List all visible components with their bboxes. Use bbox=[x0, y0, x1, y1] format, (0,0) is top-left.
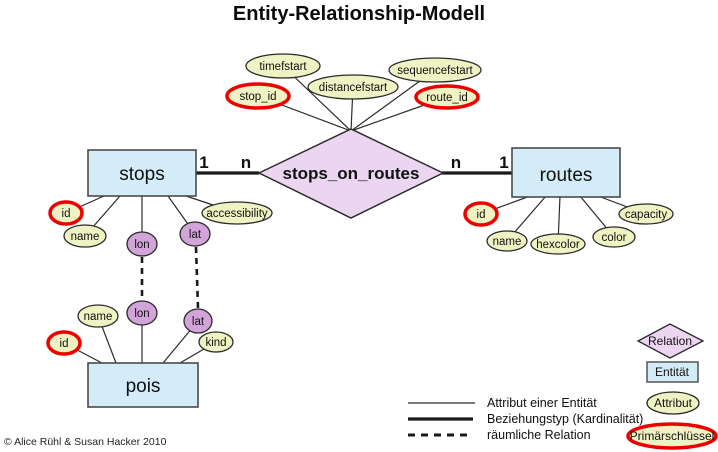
attribute-label: lat bbox=[192, 316, 205, 328]
relation-stops_on_routes: stops_on_routes bbox=[257, 128, 445, 219]
legend-label-thick: Beziehungstyp (Kardinalität) bbox=[487, 412, 643, 426]
attribute-label: id bbox=[60, 338, 69, 350]
entity-stops: stops id name lon lat accessibility bbox=[48, 149, 273, 257]
attribute-label: name bbox=[71, 231, 100, 243]
attribute-stops-name bbox=[63, 224, 107, 248]
attribute-label: distancefstart bbox=[319, 82, 388, 94]
attribute-stops-accessibility bbox=[201, 201, 273, 225]
cardinality-labels: 1 n n 1 bbox=[199, 153, 508, 172]
cardinality-stops-relation: n bbox=[241, 153, 251, 172]
spatial-relation-lines bbox=[140, 246, 200, 309]
relation-attributes: timefstart distancefstart sequencefstart… bbox=[225, 53, 482, 110]
legend-attribute-ellipse bbox=[646, 391, 700, 415]
legend-label-attribute: Attribut bbox=[654, 396, 693, 410]
attribute-label: lon bbox=[134, 239, 149, 251]
entity-name: routes bbox=[540, 165, 593, 186]
relation-diamond bbox=[257, 128, 445, 219]
attribute-routes-hexcolor bbox=[530, 233, 586, 255]
attribute-stops-lon-spatial bbox=[126, 231, 158, 257]
attribute-label: name bbox=[84, 311, 113, 323]
attribute-timefstart bbox=[245, 53, 321, 79]
attribute-label: kind bbox=[205, 337, 226, 349]
attribute-label: lat bbox=[189, 229, 202, 241]
attribute-label: stop_id bbox=[239, 91, 276, 103]
legend-label-entity: Entität bbox=[655, 365, 690, 379]
spatial-line-lat bbox=[194, 246, 200, 309]
attribute-routes-capacity bbox=[618, 203, 674, 225]
attribute-label: color bbox=[602, 232, 627, 244]
attribute-stops-id-primary-key bbox=[48, 200, 84, 226]
legend-label-thin: Attribut einer Entität bbox=[487, 396, 597, 410]
page-title: Entity-Relationship-Modell bbox=[232, 3, 486, 25]
attribute-route_id-primary-key bbox=[414, 84, 480, 110]
legend-lines: Attribut einer Entität Beziehungstyp (Ka… bbox=[408, 396, 643, 442]
attribute-stop_id-primary-key bbox=[225, 82, 291, 110]
legend-label-dashed: räumliche Relation bbox=[487, 428, 591, 442]
copyright-notice: © Alice Rühl & Susan Hacker 2010 bbox=[4, 436, 167, 448]
legend-label-relation: Relation bbox=[648, 334, 692, 348]
attribute-pois-lon-spatial bbox=[126, 300, 158, 326]
attribute-label: id bbox=[62, 208, 71, 220]
entity-rectangle bbox=[87, 362, 199, 408]
attribute-stops-lat-spatial bbox=[179, 221, 211, 247]
attribute-label: sequencefstart bbox=[397, 65, 473, 77]
entity-name: pois bbox=[126, 376, 161, 397]
cardinality-routes-entity: 1 bbox=[499, 153, 508, 172]
entity-rectangle bbox=[511, 147, 621, 198]
entity-rectangle bbox=[87, 149, 197, 197]
cardinality-routes-relation: n bbox=[451, 153, 461, 172]
legend-shapes: Relation Entität Attribut Primärschlüsse… bbox=[626, 323, 718, 450]
legend-relation-diamond bbox=[636, 323, 705, 359]
legend-entity-rectangle bbox=[646, 361, 699, 383]
entity-routes: routes id name hexcolor color capacity bbox=[463, 147, 674, 255]
attribute-pois-name bbox=[77, 304, 119, 328]
attribute-distancefstart bbox=[307, 74, 399, 100]
relation-name: stops_on_routes bbox=[283, 164, 420, 183]
attribute-routes-id-primary-key bbox=[463, 201, 499, 227]
attribute-label: accessibility bbox=[206, 208, 268, 220]
entity-pois: pois id name lon lat kind bbox=[46, 300, 234, 408]
legend-primary-key-ellipse bbox=[626, 422, 718, 450]
attribute-label: route_id bbox=[426, 92, 468, 104]
attribute-pois-kind bbox=[198, 331, 234, 353]
attribute-pois-id-primary-key bbox=[46, 330, 82, 356]
attribute-label: name bbox=[493, 236, 522, 248]
attribute-label: lon bbox=[134, 308, 149, 320]
attribute-routes-color bbox=[592, 226, 636, 248]
attribute-routes-name bbox=[486, 230, 528, 252]
attribute-pois-lat-spatial bbox=[183, 308, 213, 334]
attribute-sequencefstart bbox=[388, 57, 482, 83]
attribute-label: capacity bbox=[625, 209, 667, 221]
entity-name: stops bbox=[119, 164, 164, 185]
attribute-label: hexcolor bbox=[536, 239, 580, 251]
attribute-label: id bbox=[477, 209, 486, 221]
legend-label-primary-key: Primärschlüssel bbox=[630, 429, 715, 443]
attribute-label: timefstart bbox=[259, 61, 307, 73]
cardinality-stops-entity: 1 bbox=[199, 153, 208, 172]
